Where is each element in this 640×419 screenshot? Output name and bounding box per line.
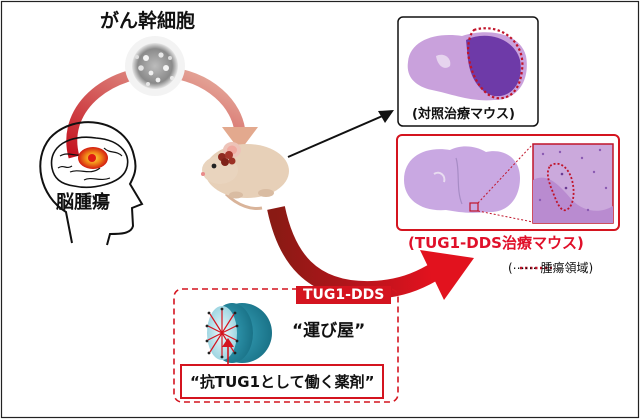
- drug-carrier-particle: [205, 303, 272, 363]
- control-mouse-label: (対照治療マウス): [412, 107, 515, 122]
- cancer-stem-cells-label: がん幹細胞: [100, 10, 196, 32]
- head-with-brain: [39, 121, 144, 246]
- brain-tumor-label: 脳腫瘍: [56, 192, 110, 213]
- tug1-brain-section: [404, 146, 520, 213]
- tumor-region-legend: (⋯⋯ 腫瘍領域): [508, 261, 594, 275]
- anti-tug1-drug-label: “抗TUG1として働く薬剤”: [180, 364, 385, 399]
- drug-pointer-head: [222, 338, 234, 347]
- tumor-spot: [88, 154, 96, 162]
- tug1-mouse-label: (TUG1-DDS治療マウス): [408, 234, 584, 252]
- transplant-arrowhead: [222, 127, 258, 151]
- treatment-arrowhead: [420, 250, 474, 300]
- zoom-line-top: [477, 143, 534, 204]
- zoom-line-bottom: [477, 210, 534, 223]
- cancer-stem-cell-sphere: [125, 36, 185, 96]
- control-arrow: [287, 113, 388, 158]
- mouse-illustration: [201, 142, 289, 210]
- tug1-dds-tag: TUG1-DDS: [296, 286, 392, 304]
- control-brain-section: [407, 27, 527, 101]
- control-arrowhead: [378, 110, 394, 123]
- tug1-zoom-inset: [532, 143, 614, 224]
- tug1-dds-box: [173, 288, 399, 403]
- carrier-label: “運び屋”: [292, 321, 366, 341]
